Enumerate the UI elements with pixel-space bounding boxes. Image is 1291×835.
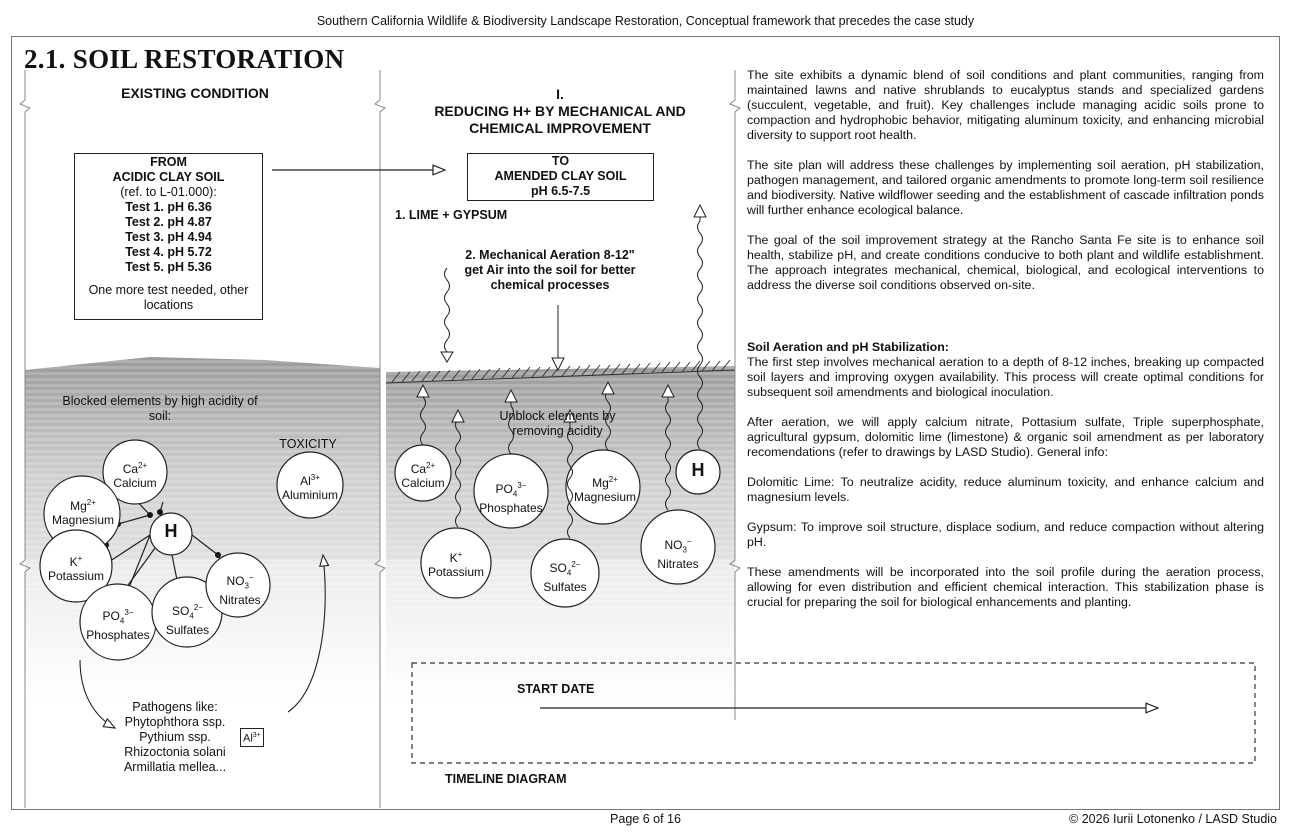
paragraph: The site exhibits a dynamic blend of soi…: [747, 68, 1264, 142]
copyright: © 2026 Iurii Lotonenko / LASD Studio: [1069, 812, 1277, 826]
sulfates-element: SO42− Sulfates: [165, 603, 210, 638]
improvement-heading: I. REDUCING H+ BY MECHANICAL AND CHEMICA…: [420, 86, 700, 137]
subsection-heading: Soil Aeration and pH Stabilization:: [747, 340, 949, 354]
paragraph: Gypsum: To improve soil structure, displ…: [747, 520, 1264, 549]
blocked-elements-label: Blocked elements by high acidity of soil…: [62, 394, 258, 423]
phosphates-element: PO43− Phosphates: [479, 481, 543, 516]
pathogen-item: Rhizoctonia solani: [124, 745, 226, 759]
test-note: One more test needed, other locations: [88, 283, 249, 312]
paragraph: Dolomitic Lime: To neutralize acidity, r…: [747, 475, 1264, 504]
timeline-diagram-label: TIMELINE DIAGRAM: [445, 772, 567, 786]
timeline-start-label: START DATE: [517, 682, 595, 696]
toxicity-label: TOXICITY: [279, 437, 337, 451]
paragraph: These amendments will be incorporated in…: [747, 565, 1264, 609]
ground-hatch: [385, 359, 736, 384]
to-label: TO: [551, 154, 570, 168]
test-result: Test 3. pH 4.94: [125, 230, 212, 244]
potassium-element: K+ Potassium: [427, 550, 485, 579]
pathogens-list: Pathogens like: Phytophthora ssp. Pythiu…: [110, 700, 240, 775]
phosphates-element: PO43− Phosphates: [86, 608, 150, 643]
aluminium-tag: Al3+: [240, 728, 264, 747]
nitrates-element: NO3− Nitrates: [219, 573, 261, 608]
paragraph: The site plan will address these challen…: [747, 158, 1264, 217]
test-result: Test 4. pH 5.72: [125, 245, 212, 259]
pathogen-arrow-in: [79, 659, 115, 728]
page-title: 2.1. SOIL RESTORATION: [24, 44, 345, 74]
magnesium-element: Mg2+ Magnesium: [573, 475, 637, 504]
reference-note: (ref. to L-01.000):: [120, 185, 217, 199]
pathogen-item: Pythium ssp.: [139, 730, 211, 744]
test-result: Test 1. pH 6.36: [125, 200, 212, 214]
section-break-lines: [19, 70, 741, 808]
sheet-frame: [11, 36, 1280, 810]
test-result: Test 5. pH 5.36: [125, 260, 212, 274]
from-label: FROM: [150, 155, 187, 169]
document-header: Southern California Wildlife & Biodivers…: [316, 14, 975, 28]
pathogen-item: Armillatia mellea...: [123, 760, 227, 774]
element-circles-amended: [394, 444, 721, 608]
hydrogen-ion: H: [164, 521, 178, 541]
step-aeration: 2. Mechanical Aeration 8-12" get Air int…: [464, 248, 636, 292]
magnesium-element: Mg2+ Magnesium: [51, 498, 115, 527]
calcium-element: Ca2+ Calcium: [113, 461, 157, 490]
unblock-label: Unblock elements by removing acidity: [499, 409, 616, 438]
paragraph: The first step involves mechanical aerat…: [747, 355, 1264, 399]
pathogen-item: Phytophthora ssp.: [124, 715, 226, 729]
calcium-element: Ca2+ Calcium: [401, 461, 445, 490]
hydrogen-ion: H: [691, 460, 705, 480]
nitrates-element: NO3− Nitrates: [657, 537, 699, 572]
amended-soil-label: AMENDED CLAY SOIL: [494, 169, 627, 183]
section-title: REDUCING H+ BY MECHANICAL AND CHEMICAL I…: [434, 103, 686, 136]
pathogen-item: Pathogens like:: [132, 700, 218, 714]
aluminium-element: Al3+ Aluminium: [281, 473, 338, 502]
test-result: Test 2. pH 4.87: [125, 215, 212, 229]
to-soil-box: TO AMENDED CLAY SOIL pH 6.5-7.5: [467, 153, 654, 201]
target-ph: pH 6.5-7.5: [530, 184, 591, 198]
potassium-element: K+ Potassium: [47, 554, 105, 583]
wavy-arrows: [416, 203, 707, 539]
paragraph: After aeration, we will apply calcium ni…: [747, 415, 1264, 459]
paragraph: The goal of the soil improvement strateg…: [747, 233, 1264, 292]
acidic-soil-label: ACIDIC CLAY SOIL: [112, 170, 225, 184]
aeration-text: Soil Aeration and pH Stabilization: The …: [747, 340, 1264, 610]
section-number: I.: [556, 86, 564, 102]
element-circles-existing: [39, 439, 344, 661]
step-lime-gypsum: 1. LIME + GYPSUM: [395, 208, 508, 222]
timeline-box: [411, 662, 1256, 764]
page-number: Page 6 of 16: [610, 812, 681, 826]
existing-condition-heading: EXISTING CONDITION: [121, 85, 269, 101]
from-soil-box: FROM ACIDIC CLAY SOIL (ref. to L-01.000)…: [74, 153, 263, 320]
pathogen-arrow-out: [287, 555, 325, 713]
sulfates-element: SO42− Sulfates: [543, 560, 587, 595]
intro-text: The site exhibits a dynamic blend of soi…: [747, 68, 1264, 308]
